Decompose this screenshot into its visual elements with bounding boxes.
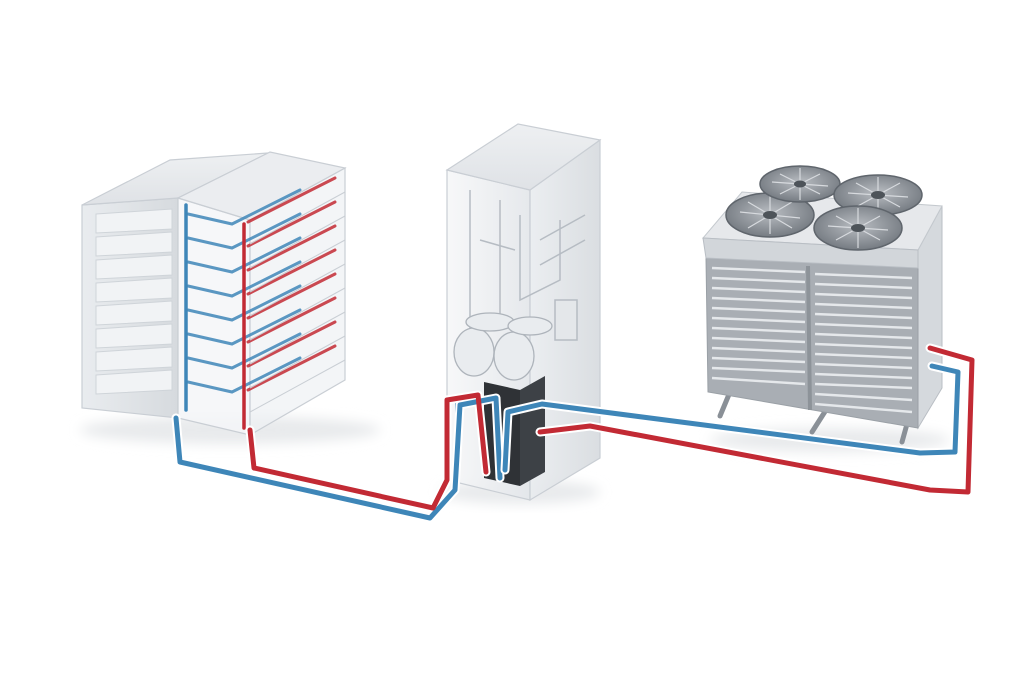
pump-unit (445, 123, 602, 502)
fan-3 (833, 174, 923, 216)
return-pipe-rack-segment (247, 392, 489, 511)
fan-4 (813, 205, 903, 251)
fan-2 (759, 165, 841, 203)
cooler-fans (725, 165, 923, 251)
rack-drawers (95, 208, 173, 395)
dry-cooler (701, 165, 943, 445)
pump-motors (453, 312, 553, 381)
rack-shelves (249, 191, 346, 413)
server-rack (81, 151, 347, 437)
cooler-grille (711, 266, 913, 414)
supply-pipe-rack-segment (173, 395, 503, 521)
fan-1 (725, 192, 815, 238)
rack-heat-exchanger-trays (184, 176, 337, 430)
pump-internals (469, 190, 586, 341)
return-pipe-cooler-segment (537, 345, 975, 495)
supply-pipe-cooler-segment (502, 363, 961, 473)
pipes (171, 343, 977, 523)
